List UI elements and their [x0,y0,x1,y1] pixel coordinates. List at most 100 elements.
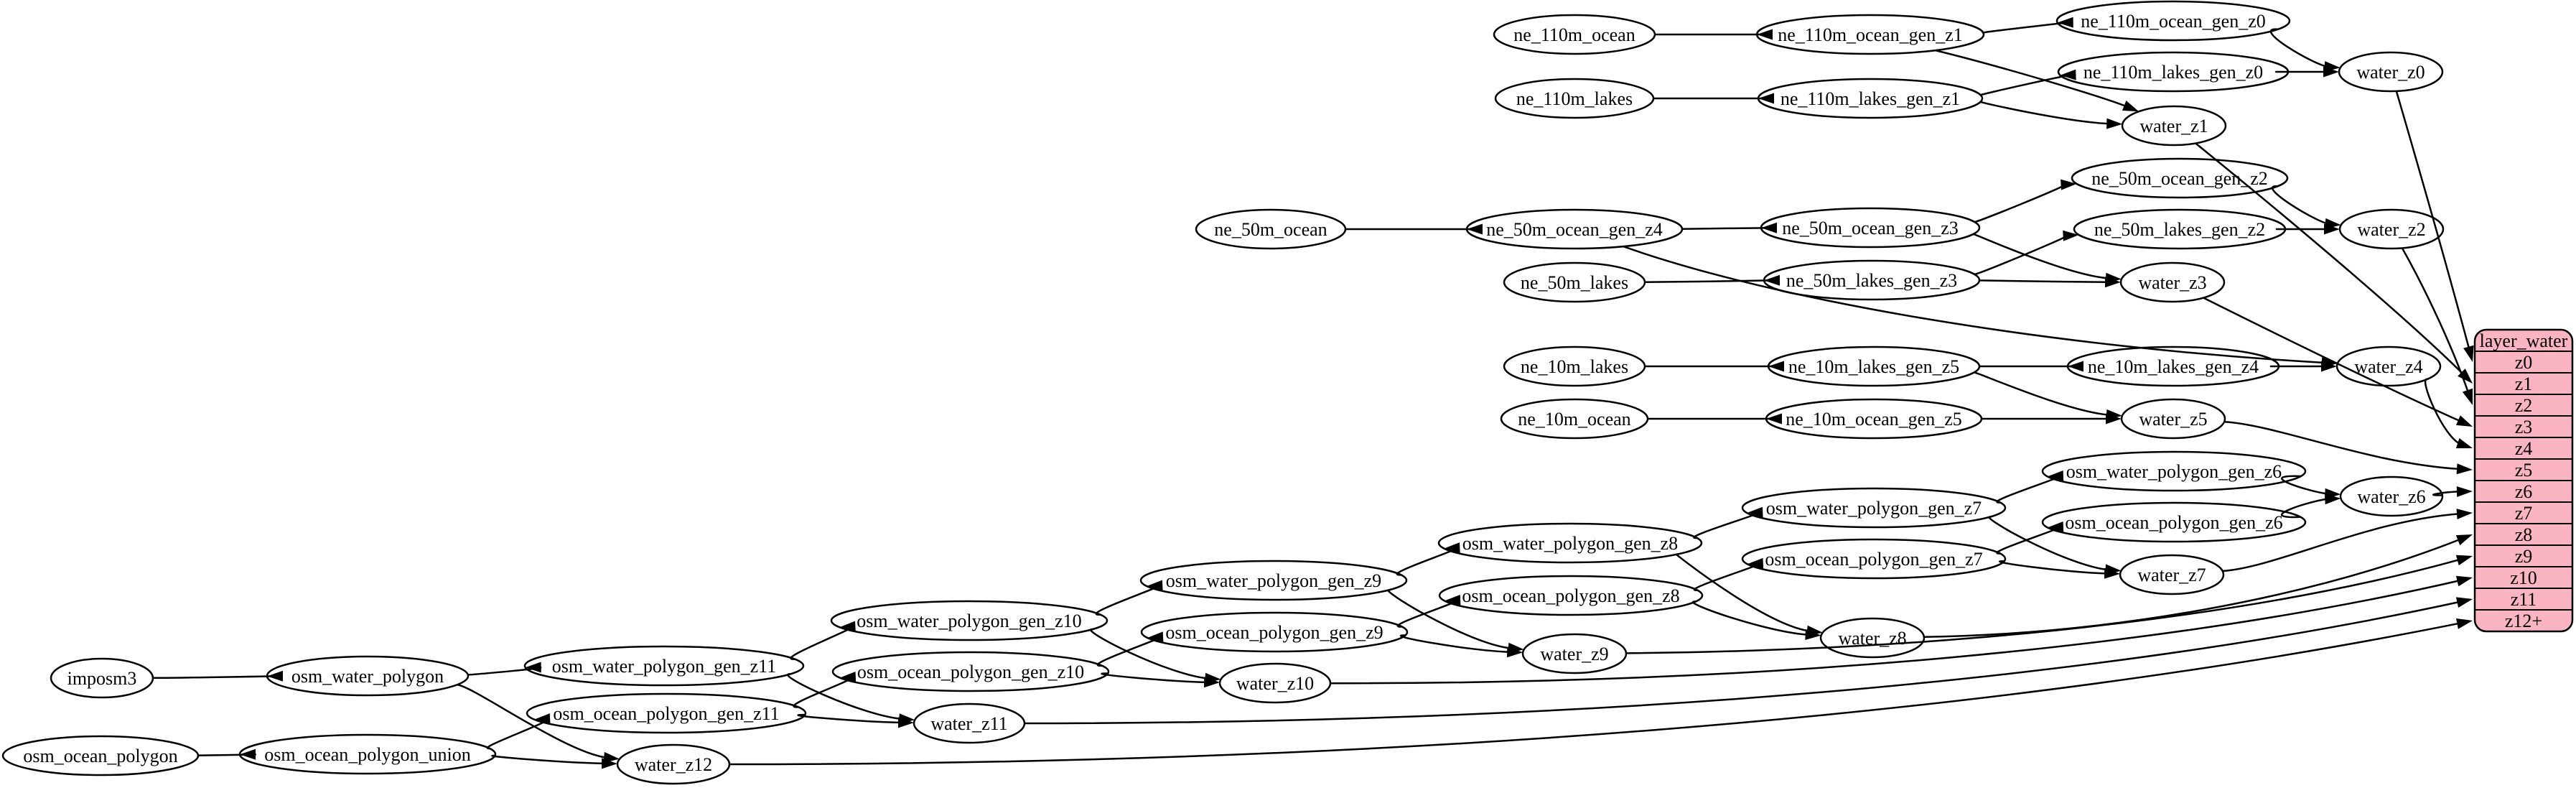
edge-ne_110m_lakes_gen_z1-to-water_z1 [1979,101,2111,125]
edge-water_z2-to-row:z2 [2401,247,2470,395]
table-row-z11: z11 [2511,589,2537,610]
edge-ne_50m_ocean_gen_z2-to-water_z2 [2271,185,2330,226]
node-ellipse-water_z7 [2119,554,2225,595]
arrowhead-ne_110m_lakes_gen_z1-to-ne_110m_lakes_gen_z0 [2060,69,2076,80]
node-label-water_z6: water_z6 [2357,486,2425,507]
node-label-water_z4: water_z4 [2354,356,2422,377]
arrowhead-osm_water_polygon_gen_z10-to-osm_water_polygon_gen_z9 [1147,580,1163,591]
edge-water_z6-to-row:z6 [2432,491,2462,496]
edge-water_z5-to-row:z5 [2224,420,2462,470]
arrowhead-osm_ocean_polygon_union-to-osm_ocean_polygon_gen_z11 [534,713,551,725]
edge-osm_water_polygon_gen_z10-to-water_z10 [1090,628,1210,680]
node-ellipse-osm_ocean_polygon_gen_z8 [1438,575,1704,616]
arrowhead-ne_10m_ocean-to-ne_10m_ocean_gen_z5 [1766,413,1782,425]
edge-osm_water_polygon_gen_z7-to-osm_water_polygon_gen_z6 [1996,475,2061,504]
node-label-osm_water_polygon_gen_z11: osm_water_polygon_gen_z11 [552,656,776,677]
edge-osm_ocean_polygon_gen_z11-to-water_z11 [797,713,903,724]
arrowhead-water_z7-to-row:z7 [2456,509,2473,519]
edge-ne_110m_ocean_gen_z1-to-water_z1 [1935,49,2129,108]
node-label-osm_ocean_polygon_gen_z8: osm_ocean_polygon_gen_z8 [1462,585,1679,606]
table-row-z10: z10 [2510,567,2537,588]
arrowhead-osm_ocean_polygon-to-osm_ocean_polygon_union [240,748,256,760]
edge-ne_50m_lakes_gen_z3-to-water_z3 [1978,279,2110,284]
arrowhead-ne_110m_lakes_gen_z1-to-water_z1 [2106,118,2123,129]
table-row-z5: z5 [2515,460,2533,481]
node-ellipse-water_z3 [2119,261,2226,303]
arrowhead-osm_ocean_polygon_gen_z8-to-water_z8 [1805,629,1821,640]
node-label-osm_ocean_polygon_gen_z9: osm_ocean_polygon_gen_z9 [1165,622,1383,643]
arrowhead-water_z0-to-row:z0 [2463,345,2474,362]
arrowhead-ne_50m_lakes_gen_z3-to-ne_50m_lakes_gen_z2 [2063,230,2079,241]
arrowhead-ne_10m_lakes_gen_z4-to-water_z4 [2321,361,2337,372]
edge-osm_water_polygon_gen_z6-to-water_z6 [2281,475,2330,495]
node-ellipse-osm_water_polygon_gen_z6 [2041,450,2307,492]
arrowhead-osm_ocean_polygon_gen_z10-to-osm_ocean_polygon_gen_z9 [1147,631,1164,643]
arrowhead-ne_50m_ocean-to-ne_50m_ocean_gen_z4 [1467,223,1483,235]
edge-osm_water_polygon_gen_z8-to-osm_water_polygon_gen_z7 [1693,511,1760,539]
edge-water_z1-to-row:z1 [2195,142,2465,376]
edge-osm_ocean_polygon_gen_z8-to-osm_ocean_polygon_gen_z7 [1694,562,1760,591]
node-label-osm_water_polygon_gen_z8: osm_water_polygon_gen_z8 [1462,533,1678,554]
table-row-z6: z6 [2515,481,2533,502]
node-label-ne_10m_ocean: ne_10m_ocean [1518,409,1630,430]
node-ellipse-osm_ocean_polygon_gen_z6 [2041,501,2307,543]
node-label-water_z9: water_z9 [1540,644,1608,664]
node-label-osm_water_polygon_gen_z6: osm_water_polygon_gen_z6 [2066,461,2282,482]
edge-osm_water_polygon_gen_z11-to-water_z11 [787,673,904,720]
edge-water_z11-to-row:z11 [1024,600,2462,725]
arrowhead-osm_ocean_polygon_gen_z8-to-osm_ocean_polygon_gen_z7 [1747,557,1764,569]
edge-osm_water_polygon-to-water_z12 [457,684,609,759]
edge-water_z9-to-row:z9 [1625,558,2462,654]
arrowhead-water_z9-to-row:z9 [2455,555,2473,566]
node-label-water_z1: water_z1 [2139,116,2208,136]
node-label-ne_110m_lakes: ne_110m_lakes [1516,88,1633,109]
edge-osm_water_polygon_gen_z10-to-osm_water_polygon_gen_z9 [1095,585,1160,616]
edge-osm_water_polygon_gen_z9-to-osm_water_polygon_gen_z8 [1396,547,1457,576]
table-row-z1: z1 [2515,374,2533,394]
node-label-osm_water_polygon_gen_z9: osm_water_polygon_gen_z9 [1166,570,1381,591]
edge-ne_50m_lakes_gen_z3-to-ne_50m_lakes_gen_z2 [1974,234,2068,276]
edge-osm_ocean_polygon_gen_z9-to-water_z9 [1399,634,1512,654]
node-label-water_z10: water_z10 [1236,673,1314,694]
node-label-osm_ocean_polygon_gen_z10: osm_ocean_polygon_gen_z10 [857,662,1084,682]
arrowhead-osm_ocean_polygon_gen_z10-to-water_z10 [1204,677,1221,688]
table-row-z8: z8 [2515,524,2533,545]
node-label-ne_10m_ocean_gen_z5: ne_10m_ocean_gen_z5 [1786,409,1961,430]
arrowhead-ne_50m_ocean_gen_z3-to-ne_50m_ocean_gen_z2 [2061,179,2077,190]
table-row-z12+: z12+ [2505,611,2542,631]
arrowhead-ne_110m_ocean_gen_z1-to-ne_110m_ocean_gen_z0 [2057,17,2073,28]
arrowhead-ne_10m_lakes_gen_z5-to-ne_10m_lakes_gen_z4 [2068,361,2083,372]
node-ellipse-osm_ocean_polygon_gen_z10 [831,651,1110,692]
edge-ne_110m_ocean_gen_z0-to-water_z0 [2269,28,2329,68]
edge-water_z12-to-row:z12+ [729,621,2462,766]
arrowhead-osm_ocean_polygon_gen_z9-to-water_z9 [1507,646,1523,658]
edge-osm_water_polygon_gen_z11-to-osm_water_polygon_gen_z10 [790,626,853,660]
node-label-ne_10m_lakes: ne_10m_lakes [1521,356,1628,377]
arrowhead-ne_50m_lakes_gen_z2-to-water_z2 [2324,223,2340,235]
arrowhead-osm_ocean_polygon_gen_z7-to-osm_ocean_polygon_gen_z6 [2047,521,2064,532]
node-ellipse-ne_50m_ocean_gen_z2 [2071,157,2289,199]
arrowhead-water_z2-to-row:z2 [2462,388,2473,405]
edge-water_z7-to-row:z7 [2222,512,2462,572]
node-label-ne_110m_lakes_gen_z1: ne_110m_lakes_gen_z1 [1781,88,1960,109]
table-row-z3: z3 [2515,417,2533,437]
arrowhead-ne_50m_lakes_gen_z3-to-water_z3 [2105,277,2121,288]
node-label-osm_ocean_polygon_union: osm_ocean_polygon_union [264,744,470,765]
edge-osm_ocean_polygon_gen_z7-to-water_z7 [1998,560,2109,575]
node-ellipse-water_z6 [2339,476,2444,517]
node-ellipse-water_z10 [1218,662,1332,704]
node-label-water_z5: water_z5 [2139,409,2207,430]
arrowhead-water_z8-to-row:z8 [2455,534,2473,546]
node-label-osm_ocean_polygon: osm_ocean_polygon [23,746,177,766]
edge-osm_ocean_polygon_union-to-osm_ocean_polygon_gen_z11 [486,718,549,750]
node-ellipse-water_z1 [2121,105,2227,147]
node-label-osm_ocean_polygon_gen_z11: osm_ocean_polygon_gen_z11 [553,703,779,724]
edge-water_z8-to-row:z8 [1923,537,2463,639]
arrowhead-ne_110m_ocean_gen_z1-to-water_z1 [2122,101,2139,112]
node-label-ne_10m_lakes_gen_z5: ne_10m_lakes_gen_z5 [1788,356,1959,377]
arrowhead-osm_ocean_polygon_union-to-water_z12 [602,758,617,769]
node-ellipse-ne_110m_ocean_gen_z0 [2055,0,2291,42]
node-label-ne_50m_lakes_gen_z3: ne_50m_lakes_gen_z3 [1786,270,1957,291]
edge-osm_ocean_polygon_gen_z6-to-water_z6 [2280,498,2330,519]
arrowhead-water_z10-to-row:z10 [2455,575,2473,587]
